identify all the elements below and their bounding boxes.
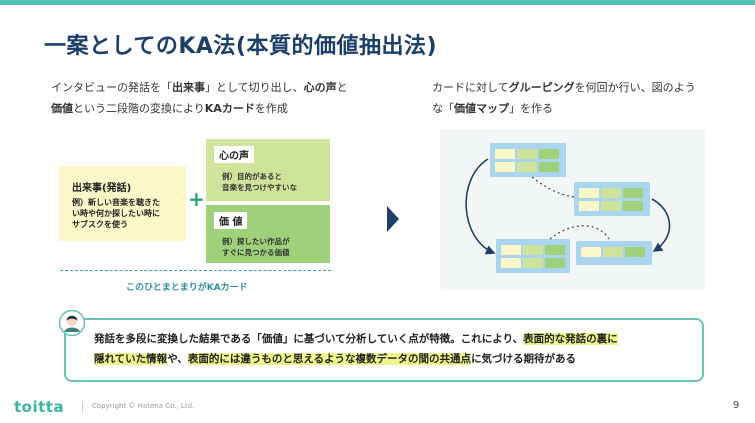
plus-icon: + <box>188 187 205 211</box>
summary-note-line-1: 発話を多段に変換した結果である「価値」に基づいて分析していく点が特徴。これにより… <box>94 333 618 345</box>
value-map-illustration <box>440 129 705 290</box>
summary-note-line-2: 隠れていた情報や、表面的には違うものと思えるような複数データの間の共通点に気づけ… <box>94 353 577 365</box>
ka-card-divider <box>60 270 331 271</box>
inner-voice-card: 心の声 例）目的があると 音楽を見つけやすいな <box>206 139 330 201</box>
left-description-line-1: インタビューの発話を「出来事」として切り出し、心の声と <box>51 81 348 94</box>
value-card-body: 例）探したい作品が すぐに見つかる価値 <box>222 237 290 257</box>
ka-card-caption: このひとまとまりがKAカード <box>126 283 248 293</box>
arrow-left-curve <box>465 158 496 255</box>
right-description-line-2: な「価値マップ」を作る <box>432 102 553 115</box>
group-box-top-left <box>490 143 566 177</box>
event-card: 出来事(発話) 例）新しい音楽を聴きた い時や何か探したい時に サブスクを使う <box>59 166 186 241</box>
inner-voice-card-title: 心の声 <box>214 146 254 163</box>
right-description-line-1: カードに対してグルーピングを何回か行い、図のよう <box>432 81 696 94</box>
person-avatar-icon <box>58 309 86 337</box>
dotted-link-bottom <box>549 225 611 242</box>
toitta-logo: toitta <box>14 398 65 416</box>
summary-note: 発話を多段に変換した結果である「価値」に基づいて分析していく点が特徴。これにより… <box>64 318 704 382</box>
top-accent-bar <box>0 0 755 5</box>
inner-voice-card-body: 例）目的があると 音楽を見つけやすいな <box>222 172 297 192</box>
left-description: インタビューの発話を「出来事」として切り出し、心の声と 価値という二段階の変換に… <box>51 77 348 119</box>
value-card: 価 値 例）探したい作品が すぐに見つかる価値 <box>206 205 330 263</box>
slide-title: 一案としてのKA法(本質的価値抽出法) <box>44 34 438 59</box>
footer-separator <box>82 401 83 412</box>
group-box-bottom-left <box>496 239 570 273</box>
event-card-title: 出来事(発話) <box>72 183 132 194</box>
group-box-bottom-right <box>576 241 652 265</box>
left-description-line-2: 価値という二段階の変換によりKAカードを作成 <box>51 102 288 115</box>
right-arrow-icon <box>387 206 399 232</box>
arrow-right-curve <box>651 198 671 252</box>
value-map-diagram <box>465 143 671 273</box>
copyright-text: Copyright © Hatena Co., Ltd. <box>92 402 195 410</box>
value-card-title: 価 値 <box>214 212 248 229</box>
event-card-body: 例）新しい音楽を聴きた い時や何か探したい時に サブスクを使う <box>72 198 160 229</box>
right-description: カードに対してグルーピングを何回か行い、図のよう な「価値マップ」を作る <box>432 77 696 119</box>
dotted-link-top <box>531 176 575 198</box>
page-number: 9 <box>733 400 740 411</box>
group-box-right-middle <box>574 182 650 216</box>
